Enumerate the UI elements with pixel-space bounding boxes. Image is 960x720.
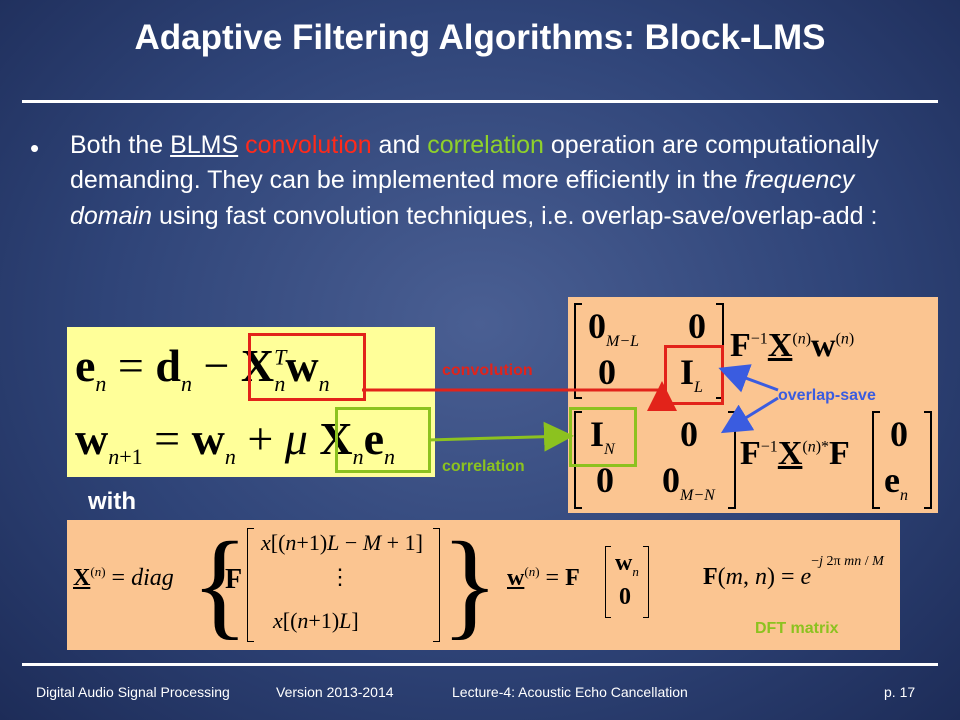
error-vector-bottom: en [884, 460, 908, 505]
update-equation: wn+1 = wn + μ Xnen [75, 413, 396, 470]
x-definition-f: F [225, 564, 243, 595]
convolution-term: convolution [245, 131, 372, 159]
top-matrix-product: F−1X(n)w(n) [730, 327, 855, 364]
with-label: with [88, 488, 136, 515]
x-definition-row-dots: ⋮ [329, 564, 351, 589]
w-definition-bracket-right [643, 546, 649, 618]
x-definition-brace-left: { [191, 517, 249, 650]
bottom-matrix-11: 0M−N [662, 460, 715, 505]
definitions-panel: X(n) = diag { F x[(n+1)L − M + 1] ⋮ x[(n… [67, 520, 900, 650]
x-definition-bracket-right [433, 528, 440, 642]
top-matrix-00: 0M−L [588, 306, 640, 351]
w-definition-lhs: w(n) = F [507, 564, 580, 591]
error-vector-bracket-left [872, 411, 880, 509]
correlation-arrow [427, 421, 574, 452]
correlation-term: correlation [427, 131, 544, 159]
error-equation: en = dn − XTnwn [75, 340, 330, 397]
footer-version: Version 2013-2014 [276, 684, 394, 700]
bottom-matrix-product: F−1X(n)*F [740, 435, 850, 472]
dft-definition: F(m, n) = e−j 2π mn / M [703, 554, 884, 590]
x-definition-lhs: X(n) = diag [73, 564, 174, 591]
convolution-label: convolution [442, 362, 533, 379]
bullet-part: using fast convolution techniques, i.e. … [152, 201, 878, 230]
error-vector-bracket-right [924, 411, 932, 509]
x-definition-brace-right: } [441, 517, 499, 650]
top-matrix-11: IL [680, 352, 703, 397]
dft-matrix-label: DFT matrix [755, 620, 839, 637]
blms-equations-panel: en = dn − XTnwn wn+1 = wn + μ Xnen [67, 327, 435, 477]
bullet-part: operation are computationally demanding.… [70, 131, 879, 195]
overlap-save-label: overlap-save [778, 387, 876, 404]
top-matrix-bracket-left [574, 303, 582, 399]
x-definition-row-bottom: x[(n+1)L] [273, 608, 359, 633]
convolution-highlight-box [248, 333, 366, 401]
overlap-save-arrow-top [718, 364, 779, 393]
footer-course: Digital Audio Signal Processing [36, 684, 230, 700]
bottom-matrix-00: IN [590, 414, 615, 459]
slide-title: Adaptive Filtering Algorithms: Block-LMS [134, 18, 826, 57]
bullet-text: Both the BLMS convolution and correlatio… [70, 128, 890, 234]
top-matrix-01: 0 [688, 306, 706, 346]
bullet-marker: • [30, 133, 40, 163]
bottom-matrix-10: 0 [596, 460, 614, 500]
x-definition-row-top: x[(n+1)L − M + 1] [261, 530, 423, 555]
footer-page-number: p. 17 [884, 684, 916, 700]
x-definition-bracket-left [247, 528, 254, 642]
bottom-matrix-01: 0 [680, 414, 698, 454]
overlap-save-arrow-bottom [720, 396, 779, 434]
bottom-matrix-bracket-left [574, 411, 582, 509]
top-matrix-10: 0 [598, 352, 616, 392]
frequency-domain-term: frequency domain [70, 166, 855, 230]
bullet-part: Both the [70, 131, 171, 159]
bullet-part: and [371, 131, 428, 159]
footer-lecture: Lecture-4: Acoustic Echo Cancellation [452, 684, 688, 700]
w-definition-top: wn [615, 550, 639, 579]
footer-divider [22, 663, 938, 666]
error-vector-top: 0 [890, 414, 908, 454]
convolution-arrow [362, 381, 677, 411]
blms-term: BLMS [170, 131, 239, 159]
correlation-label: correlation [442, 458, 525, 475]
w-definition-bottom: 0 [619, 584, 631, 610]
title-divider [22, 100, 938, 103]
w-definition-bracket-left [605, 546, 611, 618]
